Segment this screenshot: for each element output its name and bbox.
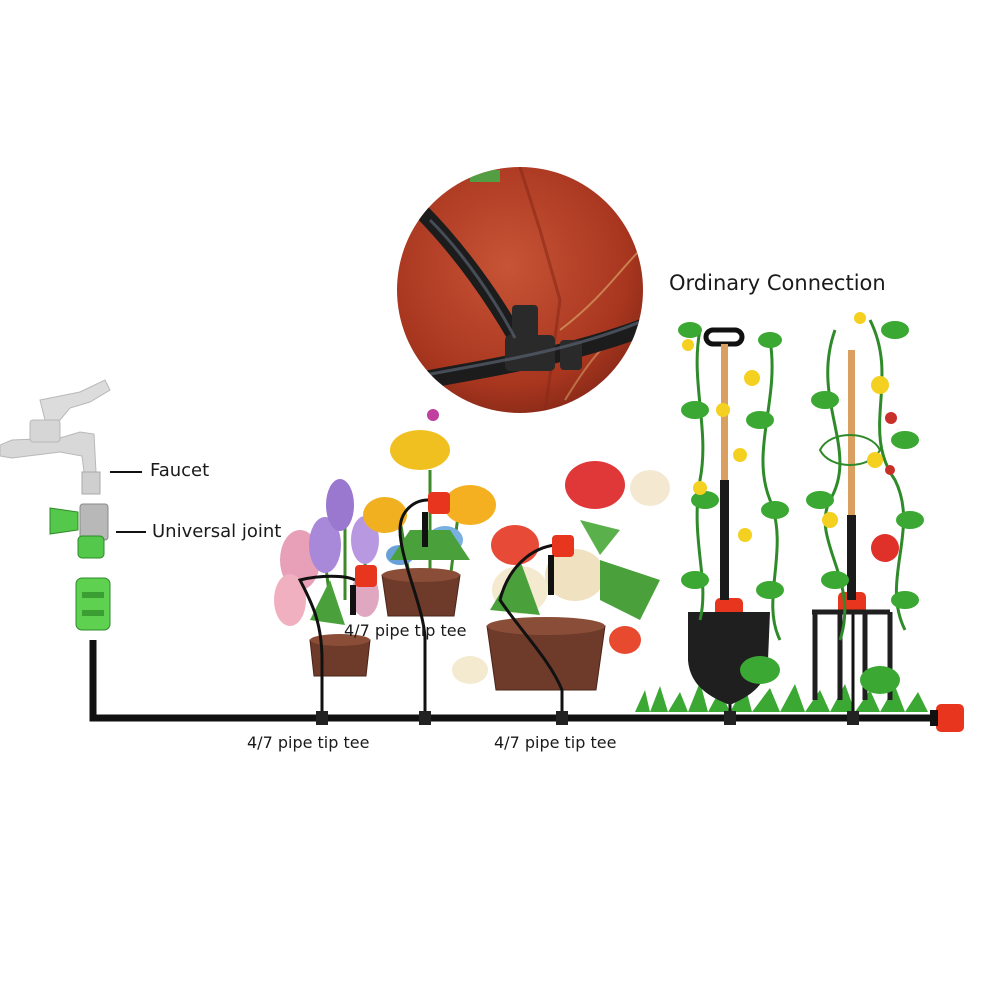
tee-label-upper: 4/7 pipe tip tee [344,621,467,640]
universal-joint-label: Universal joint [152,521,282,542]
tee-label-lower-right: 4/7 pipe tip tee [494,733,617,752]
universal-joint-icon [49,503,109,559]
faucet-label: Faucet [150,460,210,481]
tee-joints [316,711,859,725]
tee-label-lower-left: 4/7 pipe tip tee [247,733,370,752]
shovel-icon [688,327,770,705]
vine-left [678,322,789,684]
faucet-icon [0,379,111,495]
leader-lines [110,471,146,533]
flowers-left [274,479,379,626]
diagram-title: Ordinary Connection [669,271,886,295]
zoom-circle [397,167,643,413]
grass [635,682,928,712]
vine-right [806,312,924,694]
main-pipe [89,640,940,722]
hose-connector-icon [75,577,111,631]
